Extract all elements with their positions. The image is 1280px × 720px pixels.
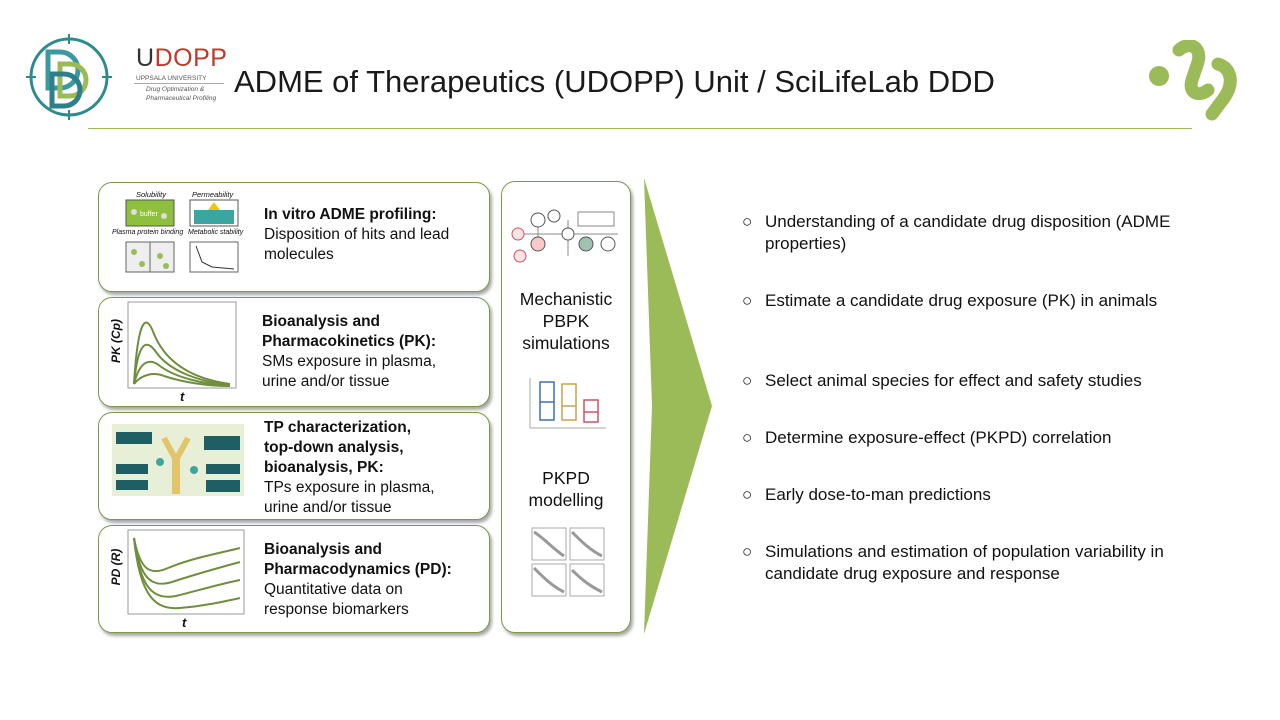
pkpd-label-line2: modelling <box>528 490 604 510</box>
bullet-marker: ○ <box>742 485 753 504</box>
card2-heading-line1: Bioanalysis and <box>262 313 381 330</box>
pbpk-label-line1: Mechanistic <box>519 289 613 309</box>
outcome-text: Select animal species for effect and saf… <box>765 371 1142 390</box>
card1-text: In vitro ADME profiling: Disposition of … <box>264 205 449 265</box>
adme-assay-figure: Solubility Permeability buffer Plasma pr… <box>112 190 248 276</box>
scilifelab-logo-icon <box>1149 39 1237 121</box>
chevron-right-icon <box>644 178 712 634</box>
card4-body-line1: Quantitative data on <box>264 581 403 598</box>
label-plasma-protein-binding: Plasma protein binding <box>112 229 184 236</box>
pbpk-label-line2: PBPK <box>542 311 590 331</box>
page-title: ADME of Therapeutics (UDOPP) Unit / SciL… <box>234 64 995 99</box>
card3-body-line2: urine and/or tissue <box>264 499 392 516</box>
card2-body-line2: urine and/or tissue <box>262 373 390 390</box>
tagline-line1: Drug Optimization & <box>146 86 205 93</box>
pk-y-axis-label: PK (Cp) <box>109 319 123 363</box>
pk-x-axis-label: t <box>180 389 185 404</box>
pd-curve-plot: PD (R) t <box>106 526 246 632</box>
card3-heading-line1: TP characterization, <box>264 419 412 436</box>
outcome-text: Determine exposure-effect (PKPD) correla… <box>765 428 1112 447</box>
ddd-logo-icon <box>26 34 112 120</box>
card1-body-line1: Disposition of hits and lead <box>264 226 450 243</box>
card2-heading-line2: Pharmacokinetics (PK): <box>262 333 436 350</box>
logo-divider <box>134 83 224 84</box>
label-permeability: Permeability <box>192 190 234 199</box>
outcome-text: Simulations and estimation of population… <box>765 542 1164 583</box>
brand-name: DOPP <box>154 44 228 72</box>
card1-heading: In vitro ADME profiling: <box>264 206 437 223</box>
outcome-text: Understanding of a candidate drug dispos… <box>765 212 1171 253</box>
ddd-logo <box>26 34 112 120</box>
university-name: UPPSALA UNIVERSITY <box>136 75 207 82</box>
brand-letter: U <box>136 44 155 72</box>
vpc-plot-figure <box>530 526 608 598</box>
card3-body-line1: TPs exposure in plasma, <box>264 479 435 496</box>
pk-curve-plot: PK (Cp) t <box>106 298 238 406</box>
card4-body-line2: response biomarkers <box>264 601 409 618</box>
label-buffer: buffer <box>140 211 158 218</box>
header-divider <box>88 128 1192 129</box>
tp-antibody-figure <box>112 424 244 496</box>
bullet-marker: ○ <box>742 428 753 447</box>
boxplot-figure <box>522 376 608 432</box>
bullet-marker: ○ <box>742 291 753 310</box>
pbpk-label-line3: simulations <box>522 333 610 353</box>
flow-arrow <box>644 178 714 634</box>
outcome-text: Estimate a candidate drug exposure (PK) … <box>765 291 1158 310</box>
card4-text: Bioanalysis and Pharmacodynamics (PD): Q… <box>264 540 452 620</box>
card3-heading-line2: top-down analysis, <box>264 439 404 456</box>
pkpd-label: PKPD modelling <box>502 467 630 511</box>
udopp-logo: UDOPP UPPSALA UNIVERSITY Drug Optimizati… <box>134 44 230 108</box>
pd-x-axis-label: t <box>182 615 187 630</box>
label-solubility: Solubility <box>136 190 167 199</box>
card4-heading-line2: Pharmacodynamics (PD): <box>264 561 452 578</box>
bullet-marker: ○ <box>742 371 753 390</box>
pkpd-label-line1: PKPD <box>542 468 590 488</box>
bullet-marker: ○ <box>742 542 753 561</box>
tagline-line2: Pharmaceutical Profiling <box>146 95 217 102</box>
card3-text: TP characterization, top-down analysis, … <box>264 418 435 518</box>
label-metabolic-stability: Metabolic stability <box>188 229 244 236</box>
card3-heading-line3: bioanalysis, PK: <box>264 459 384 476</box>
bullet-marker: ○ <box>742 212 753 231</box>
pbpk-network-figure <box>508 190 626 268</box>
scilifelab-logo <box>1146 39 1238 124</box>
card2-body-line1: SMs exposure in plasma, <box>262 353 437 370</box>
pd-y-axis-label: PD (R) <box>109 548 123 586</box>
outcome-text: Early dose-to-man predictions <box>765 485 991 504</box>
pbpk-label: Mechanistic PBPK simulations <box>502 288 630 354</box>
card2-text: Bioanalysis and Pharmacokinetics (PK): S… <box>262 312 436 392</box>
card1-body-line2: molecules <box>264 246 334 263</box>
card4-heading-line1: Bioanalysis and <box>264 541 383 558</box>
